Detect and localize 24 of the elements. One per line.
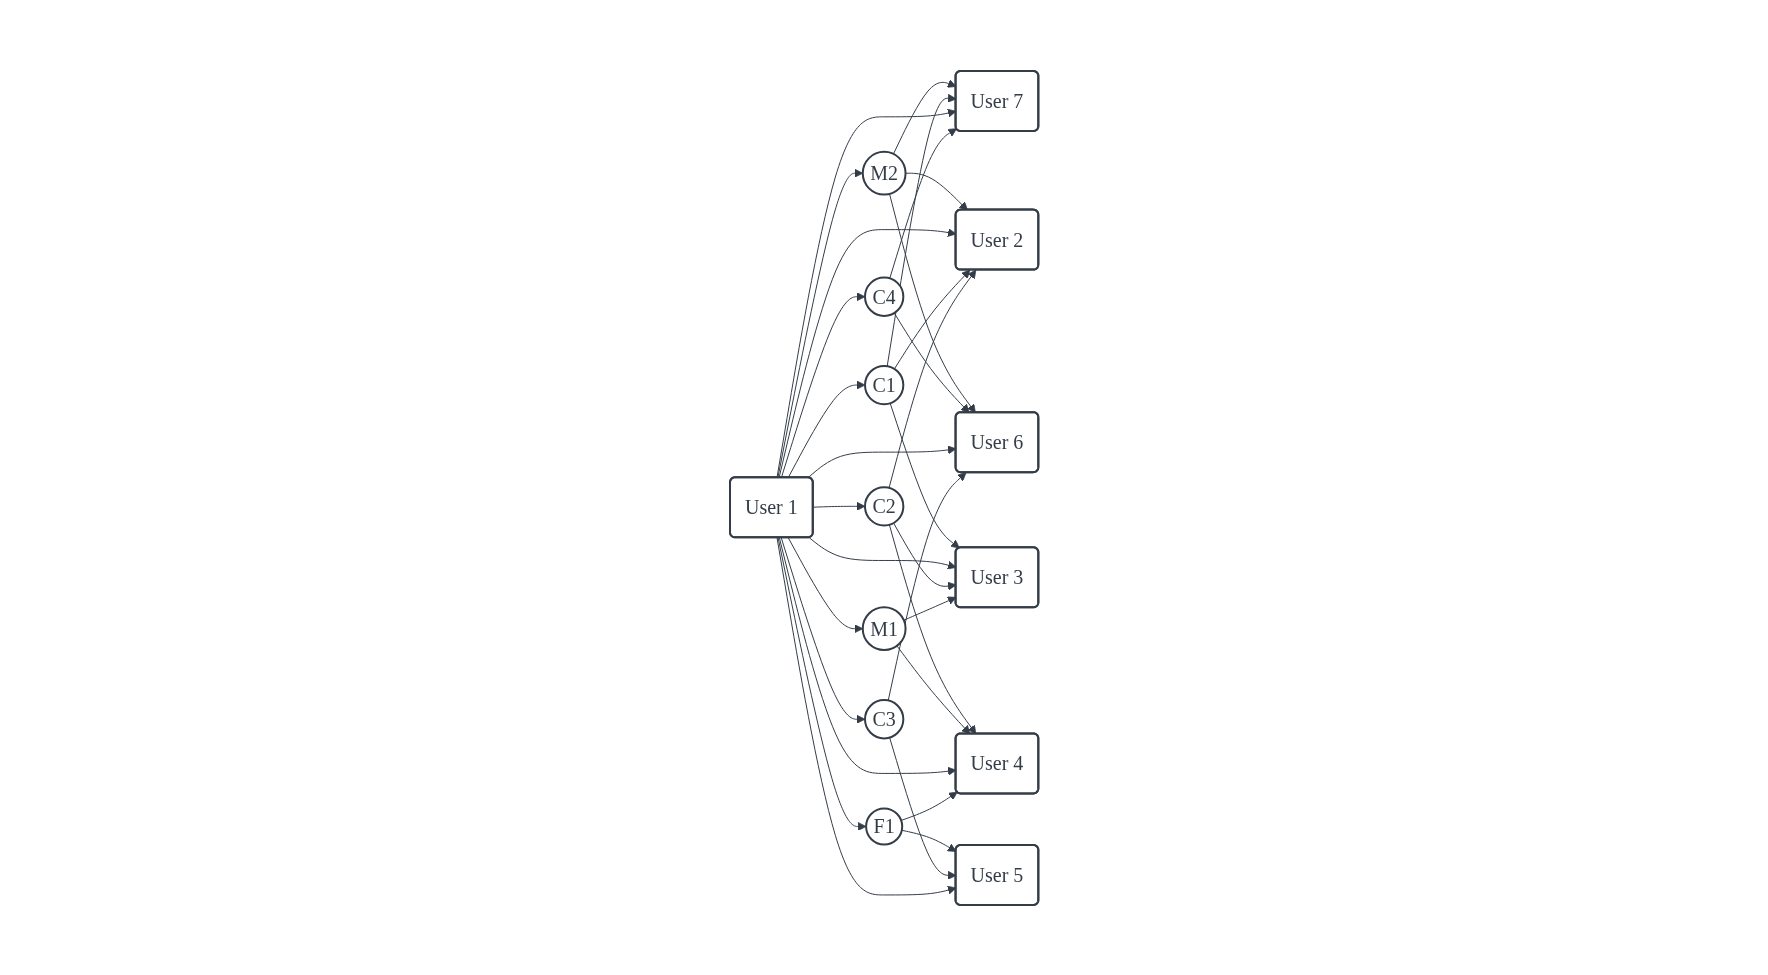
node-circle: M2 <box>861 150 907 196</box>
arrow <box>787 536 863 633</box>
arrow <box>901 829 957 852</box>
arrow <box>893 269 971 369</box>
arrow <box>776 536 957 895</box>
arrow <box>889 402 960 548</box>
arrow <box>776 108 957 478</box>
arrow <box>887 471 967 701</box>
arrow <box>888 269 977 488</box>
node-circle: C1 <box>863 364 905 405</box>
arrow <box>889 127 957 279</box>
arrow <box>893 312 970 413</box>
node-circle: C4 <box>863 276 905 317</box>
node-circle: C2 <box>863 485 905 526</box>
arrow <box>777 536 867 831</box>
node-circle: F1 <box>864 806 904 846</box>
arrow <box>777 168 863 478</box>
arrow <box>896 644 971 734</box>
node-circle: M1 <box>861 605 907 651</box>
arrow <box>888 192 976 413</box>
arrow <box>888 736 957 880</box>
arrow <box>888 523 977 734</box>
node-circle: C3 <box>863 698 905 739</box>
arrow <box>886 93 957 367</box>
